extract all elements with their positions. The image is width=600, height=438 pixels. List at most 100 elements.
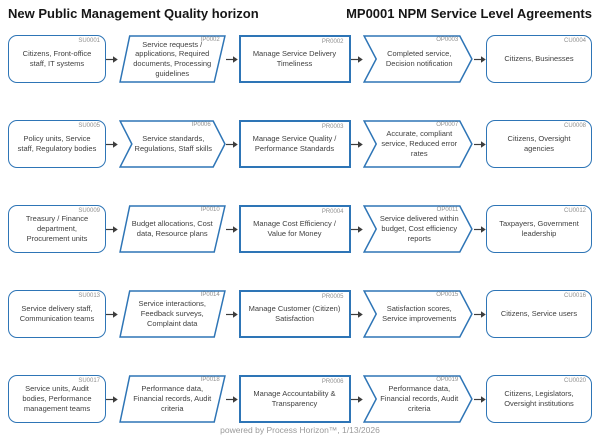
input-shape: IP0010 Budget allocations, Cost data, Re… [119,205,226,253]
input-text: Service interactions, Feedback surveys, … [138,299,207,328]
parallelogram-icon [119,35,226,83]
shape-id-label: SU0013 [78,293,100,299]
input-shape: IP0018 Performance data, Financial recor… [119,375,226,423]
flow-arrow-icon [473,140,486,149]
output-shape: OP0003 Completed service, Decision notif… [363,35,473,83]
shape-id-label: CU0020 [563,378,586,384]
supplier-text: Service units, Audit bodies, Performance… [22,384,92,413]
flow-arrow-icon [106,55,119,64]
customer-text: Citizens, Legislators, Oversight institu… [504,389,574,408]
shape-id-label: IP0018 [200,377,220,383]
flow-arrow-icon [106,310,119,319]
powered-by-footer: powered by Process Horizon™, 1/13/2026 [220,425,380,435]
customer-text: Citizens, Businesses [504,54,574,64]
chevron-icon [363,35,473,83]
chevron-icon [363,205,473,253]
shape-id-label: PR0003 [321,124,344,130]
page-title: New Public Management Quality horizon [8,6,259,21]
supplier-box: SU0017 Service units, Audit bodies, Perf… [8,375,106,423]
process-row: SU0013 Service delivery staff, Communica… [8,290,592,338]
customer-box: CU0008 Citizens, Oversight agencies [486,120,592,168]
header: New Public Management Quality horizon MP… [8,6,592,21]
flow-arrow-icon [350,225,363,234]
output-shape: OP0019 Performance data, Financial recor… [363,375,473,423]
parallelogram-icon [119,205,226,253]
process-text: Manage Customer (Citizen) Satisfaction [248,304,341,323]
flow-arrow-icon [350,55,363,64]
customer-box: CU0004 Citizens, Businesses [486,35,592,83]
process-box: PR0004 Manage Cost Efficiency / Value fo… [238,205,351,253]
process-text: Manage Service Delivery Timeliness [252,49,337,68]
chevron-icon [363,290,473,338]
shape-id-label: CU0012 [563,208,586,214]
input-text: Service requests / applications, Require… [133,39,212,78]
customer-text: Citizens, Service users [500,309,578,319]
process-row: SU0009 Treasury / Finance department, Pr… [8,205,592,253]
flow-arrow-icon [106,140,119,149]
supplier-box: SU0005 Policy units, Service staff, Regu… [8,120,106,168]
supplier-box: SU0013 Service delivery staff, Communica… [8,290,106,338]
shape-id-label: CU0004 [563,38,586,44]
shape-id-label: PR0002 [321,39,344,45]
input-shape: IP0006 Service standards, Regulations, S… [119,120,226,168]
shape-id-label: IP0014 [200,292,220,298]
flow-arrow-icon [473,55,486,64]
process-text: Manage Cost Efficiency / Value for Money [253,219,336,238]
shape-id-label: PR0006 [321,379,344,385]
chevron-icon [363,375,473,423]
flow-arrow-icon [226,395,238,404]
input-shape: IP0014 Service interactions, Feedback su… [119,290,226,338]
flow-arrow-icon [473,310,486,319]
output-shape: OP0011 Service delivered within budget, … [363,205,473,253]
customer-text: Taxpayers, Government leadership [499,219,579,238]
flow-arrow-icon [226,310,238,319]
customer-box: CU0012 Taxpayers, Government leadership [486,205,592,253]
process-text: Manage Service Quality / Performance Sta… [252,134,337,153]
output-shape: OP0015 Satisfaction scores, Service impr… [363,290,473,338]
process-box: PR0005 Manage Customer (Citizen) Satisfa… [238,290,351,338]
process-row: SU0001 Citizens, Front-office staff, IT … [8,35,592,83]
flow-arrow-icon [106,225,119,234]
input-text: Budget allocations, Cost data, Resource … [131,219,213,238]
flow-arrow-icon [226,55,238,64]
customer-box: CU0020 Citizens, Legislators, Oversight … [486,375,592,423]
shape-id-label: SU0001 [78,38,100,44]
flow-arrow-icon [350,140,363,149]
process-text: Manage Accountability & Transparency [253,389,336,408]
flow-arrow-icon [350,310,363,319]
supplier-box: SU0009 Treasury / Finance department, Pr… [8,205,106,253]
shape-id-label: OP0011 [436,207,459,213]
shape-id-label: OP0019 [436,377,459,383]
diagram-id-title: MP0001 NPM Service Level Agreements [346,6,592,21]
parallelogram-icon [119,375,226,423]
process-box: PR0003 Manage Service Quality / Performa… [238,120,351,168]
parallelogram-icon [119,290,226,338]
flow-arrow-icon [473,225,486,234]
shape-id-label: IP0002 [200,37,220,43]
chevron-icon [119,120,226,168]
flow-arrow-icon [226,140,238,149]
supplier-text: Treasury / Finance department, Procureme… [25,214,89,243]
process-box: PR0006 Manage Accountability & Transpare… [238,375,351,423]
flow-arrow-icon [106,395,119,404]
sipoc-rows: SU0001 Citizens, Front-office staff, IT … [8,35,592,423]
process-box: PR0002 Manage Service Delivery Timelines… [238,35,351,83]
supplier-text: Service delivery staff, Communication te… [19,304,95,323]
shape-id-label: IP0010 [200,207,220,213]
input-shape: IP0002 Service requests / applications, … [119,35,226,83]
supplier-text: Citizens, Front-office staff, IT systems [22,49,92,68]
input-text: Service standards, Regulations, Staff sk… [134,134,212,153]
flow-arrow-icon [350,395,363,404]
supplier-box: SU0001 Citizens, Front-office staff, IT … [8,35,106,83]
shape-id-label: SU0009 [78,208,100,214]
output-text: Accurate, compliant service, Reduced err… [381,129,458,158]
shape-id-label: PR0004 [321,209,344,215]
shape-id-label: IP0006 [191,122,211,128]
output-text: Satisfaction scores, Service improvement… [382,304,457,323]
flow-arrow-icon [226,225,238,234]
input-text: Performance data, Financial records, Aud… [133,384,212,413]
shape-id-label: OP0007 [436,122,459,128]
customer-text: Citizens, Oversight agencies [507,134,571,153]
shape-id-label: OP0015 [436,292,459,298]
